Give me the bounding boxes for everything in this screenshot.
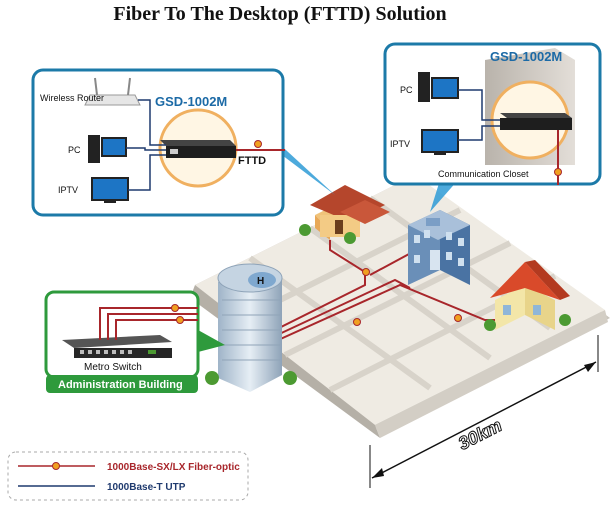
iptv-icon [421, 129, 459, 155]
legend: 1000Base-SX/LX Fiber-optic 1000Base-T UT… [7, 451, 249, 501]
fttd-label: FTTD [238, 155, 266, 167]
fiber-splice-marker [454, 314, 462, 322]
city-ground [190, 175, 610, 438]
endpoint-label: Wireless Router [40, 93, 104, 103]
wireless-router-icon [84, 77, 141, 106]
endpoint-label: PC [400, 85, 413, 95]
utp-links-right [458, 89, 500, 141]
administration-tower: H [205, 263, 297, 392]
metro-switch-icon [62, 335, 172, 358]
admin-building-label: Administration Building [58, 379, 183, 391]
callout-pointer-admin [198, 330, 225, 352]
endpoint-label: IPTV [58, 185, 78, 195]
fiber-splice-marker [353, 318, 361, 326]
house-right [484, 260, 571, 331]
legend-item-fiber: 1000Base-SX/LX Fiber-optic [18, 462, 240, 473]
location-label: Communication Closet [438, 169, 529, 179]
endpoint-label: IPTV [390, 139, 410, 149]
pc-icon [418, 72, 459, 102]
fiber-splice-marker [362, 268, 370, 276]
fiber-splice-marker [171, 304, 179, 312]
callout-left: Wireless Router PC IPTV GSD-1002M FTTD [31, 68, 285, 217]
device-model-label: GSD-1002M [490, 49, 562, 64]
office-building [408, 210, 470, 285]
fiber-splice-marker [176, 316, 184, 324]
callout-right: GSD-1002M PC IPTV Communication Closet [383, 42, 602, 186]
pc-icon [88, 135, 127, 163]
callout-admin: Metro Switch Administration Building [44, 290, 200, 393]
fiber-splice-marker [254, 140, 262, 148]
iptv-icon [91, 177, 129, 203]
diagram-title: Fiber To The Desktop (FTTD) Solution [113, 3, 447, 25]
utp-links-left [126, 99, 166, 191]
gsd-1002m-device-icon [500, 113, 572, 130]
legend-label: 1000Base-T UTP [107, 482, 186, 493]
endpoint-label: PC [68, 145, 81, 155]
fiber-splice-marker [554, 168, 562, 176]
distance-label: 30km [455, 415, 505, 454]
gsd-1002m-device-icon [160, 140, 236, 158]
device-model-label: GSD-1002M [155, 94, 227, 109]
metro-switch-label: Metro Switch [84, 362, 142, 373]
callout-pointer-right [430, 180, 458, 212]
legend-label: 1000Base-SX/LX Fiber-optic [107, 462, 240, 473]
metro-fiber-uplinks [99, 307, 198, 340]
house-left [299, 185, 390, 244]
svg-text:H: H [257, 276, 264, 287]
legend-item-utp: 1000Base-T UTP [18, 482, 186, 493]
